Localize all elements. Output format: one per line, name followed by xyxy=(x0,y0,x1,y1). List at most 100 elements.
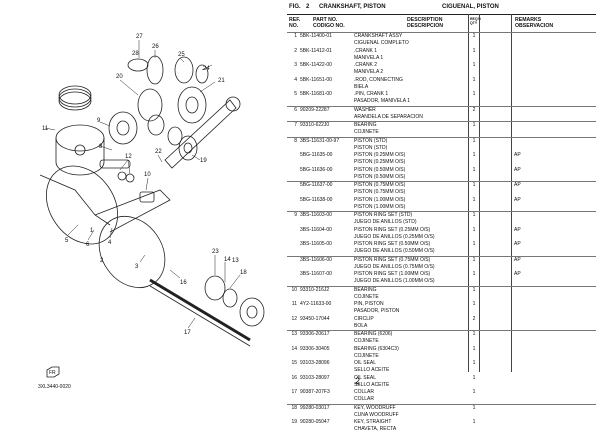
cell-description: .PIN, CRANK 1 xyxy=(354,91,389,97)
table-row: CIGUENAL COMPLETO xyxy=(287,40,596,47)
cell-description: CIGUENAL COMPLETO xyxy=(354,40,409,47)
callout-27: 27 xyxy=(136,34,143,40)
cell-description: MANIVELA 1 xyxy=(354,54,384,61)
cell-description: PISTON (0.25MM O/S) xyxy=(354,152,406,158)
callout-6: 6 xyxy=(86,242,90,248)
cell-description: .CRANK 1 xyxy=(354,47,378,54)
cell-description: PISTON RING SET (0.50MM O/S) xyxy=(354,241,431,247)
cell-description: OIL SEAL xyxy=(354,374,377,381)
piston-pin xyxy=(99,159,131,169)
table-row: PISTON (0.75MM O/S) xyxy=(287,189,596,196)
cell-description: PISTON (1.00MM O/S) xyxy=(354,196,406,203)
cell-qty: 1 xyxy=(472,286,476,293)
cell-description: BEARING xyxy=(354,286,377,293)
cell-part-no: 93310-622J0 xyxy=(300,122,330,128)
fig-title-en: CRANKSHAFT, PISTON xyxy=(319,4,386,10)
leader-lines xyxy=(44,40,241,329)
callout-4: 4 xyxy=(108,240,112,246)
cell-description: CIRCLIP xyxy=(354,315,374,322)
callout-18: 18 xyxy=(240,270,247,276)
cell-description: PISTON (0.50MM O/S) xyxy=(354,173,406,180)
table-row: PISTON (0.25MM O/S) xyxy=(287,159,596,166)
cell-description: .ROD, CONNECTING xyxy=(354,76,403,83)
cell-ref-no: 13 xyxy=(291,331,297,337)
callout-23: 23 xyxy=(212,249,219,255)
cell-part-no: 3BS-11606-00 xyxy=(300,256,332,263)
cell-ref-no: 12 xyxy=(291,315,297,322)
cell-remarks: AP xyxy=(514,196,521,203)
cell-ref-no: 6 xyxy=(294,106,297,113)
circlips xyxy=(117,171,135,183)
cell-description: ARANDELA DE SEPARACION xyxy=(354,113,423,120)
cell-qty: 1 xyxy=(472,76,476,83)
table-row: MANIVELA 2 xyxy=(287,69,596,76)
cell-qty: 1 xyxy=(472,47,476,54)
cell-remarks: AP xyxy=(514,241,521,247)
parts-catalog: FIG. 2 CRANKSHAFT, PISTON CIGUENAL, PIST… xyxy=(287,4,596,432)
cell-description: BOLA xyxy=(354,322,368,329)
callout-21: 21 xyxy=(218,78,225,84)
crankshaft-assembly xyxy=(39,165,251,347)
cell-qty: 1 xyxy=(472,301,476,307)
cell-remarks: AP xyxy=(514,226,521,233)
cell-part-no: 5BG-11636-00 xyxy=(300,166,333,173)
cell-part-no: 90209-22287 xyxy=(300,106,330,113)
callout-1: 1 xyxy=(90,228,94,234)
piston-rings xyxy=(58,85,92,111)
table-row: BIELA xyxy=(287,84,596,91)
cell-description: MANIVELA 2 xyxy=(354,69,384,76)
cell-description: PIN, PISTON xyxy=(354,301,384,307)
callout-25: 25 xyxy=(178,52,185,58)
cell-qty: 1 xyxy=(472,122,476,128)
cell-description: PISTON (STD) xyxy=(354,144,388,151)
cell-description: PISTON (0.25MM O/S) xyxy=(354,159,406,166)
cell-ref-no: 14 xyxy=(291,345,297,352)
callout-10: 10 xyxy=(144,172,151,178)
page-number: 2 xyxy=(355,376,361,386)
cell-ref-no: 8 xyxy=(294,137,297,144)
cell-part-no: 4Y2-11633-00 xyxy=(300,301,332,307)
cell-qty: 1 xyxy=(472,212,476,218)
cell-ref-no: 5 xyxy=(294,91,297,97)
cell-description: CHAVETA, RECTA xyxy=(354,426,397,433)
cell-description: CRANKSHAFT ASSY xyxy=(354,33,403,39)
left-bearing xyxy=(108,111,138,145)
fig-label: FIG. xyxy=(289,4,301,10)
header-remarks: REMARKS OBSERVACION xyxy=(515,17,554,29)
fig-number: 2 xyxy=(306,4,310,10)
cell-description: SELLO ACEITE xyxy=(354,381,390,388)
cell-description: PISTON RING SET (STD) xyxy=(354,212,413,218)
table-row: ARANDELA DE SEPARACION xyxy=(287,114,596,121)
header-description: DESCRIPTION DESCRIPCION xyxy=(407,17,444,29)
cell-ref-no: 3 xyxy=(294,62,297,68)
table-row: CUNA WOODRUFF xyxy=(287,412,596,419)
cell-description: COLLAR xyxy=(354,396,375,403)
table-row: PASADOR, MANIVELA 1 xyxy=(287,98,596,105)
cell-qty: 1 xyxy=(472,91,476,97)
callout-9: 9 xyxy=(97,118,101,124)
cell-description: SELLO ACEITE xyxy=(354,367,390,374)
callout-3: 3 xyxy=(135,264,139,270)
cell-qty: 1 xyxy=(472,360,476,366)
piston xyxy=(55,124,105,176)
cell-description: .CRANK 2 xyxy=(354,62,378,68)
table-row: PISTON (STD) xyxy=(287,145,596,152)
cell-qty: 1 xyxy=(472,345,476,352)
table-row: JUEGO DE ANILLOS (STD) xyxy=(287,219,596,226)
header-qty: REQ'D QTY xyxy=(470,17,481,25)
